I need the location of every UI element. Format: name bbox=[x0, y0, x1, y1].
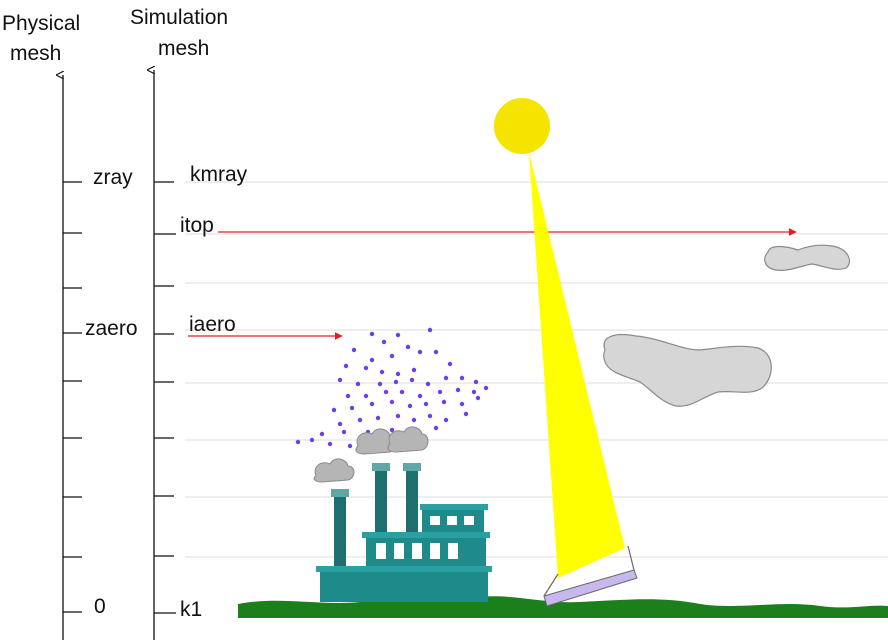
iaero-label: iaero bbox=[189, 313, 236, 336]
aerosol-dot bbox=[343, 363, 349, 369]
aerosol-dot bbox=[395, 413, 401, 419]
aerosol-dot bbox=[389, 353, 395, 359]
aerosol-dot bbox=[395, 371, 401, 377]
aerosol-dot bbox=[425, 381, 431, 387]
physical-axis-title: Physical bbox=[2, 12, 80, 35]
aerosol-dot bbox=[337, 377, 343, 383]
aerosol-dot bbox=[423, 401, 429, 407]
aerosol-dot bbox=[441, 399, 447, 405]
physical-axis-title-line2: mesh bbox=[10, 42, 61, 65]
aerosol-dot bbox=[389, 427, 395, 433]
aerosol-dot bbox=[459, 401, 465, 407]
aerosol-dot bbox=[407, 403, 413, 409]
simulation-axis-title: Simulation bbox=[130, 6, 228, 29]
mesh-grid-lines bbox=[185, 181, 888, 558]
aerosol-dot bbox=[455, 387, 461, 393]
aerosol-dot bbox=[327, 441, 333, 447]
factory-icon bbox=[313, 426, 492, 602]
aerosol-dot bbox=[331, 407, 337, 413]
physical-axis-ticks bbox=[63, 181, 82, 613]
aerosol-dot bbox=[341, 429, 347, 435]
aerosol-dot bbox=[345, 393, 351, 399]
aerosol-dot bbox=[459, 375, 465, 381]
kmray-label: kmray bbox=[190, 163, 248, 186]
aerosol-dot bbox=[443, 417, 449, 423]
smoke-icon bbox=[313, 458, 355, 483]
physical-mesh-axis: Physical mesh zray zaero 0 bbox=[2, 12, 138, 640]
aerosol-dot bbox=[463, 411, 469, 417]
aerosol-dot bbox=[473, 379, 479, 385]
aerosol-dot bbox=[309, 437, 315, 443]
aerosol-dot bbox=[351, 347, 357, 353]
aerosol-dot bbox=[437, 389, 443, 395]
sun-icon bbox=[494, 98, 550, 154]
aerosol-dot bbox=[369, 331, 375, 337]
aerosol-dot bbox=[427, 327, 433, 333]
aerosol-dot bbox=[393, 379, 399, 385]
aerosol-dot bbox=[363, 365, 369, 371]
smoke-icon bbox=[387, 426, 429, 453]
aerosol-dot bbox=[383, 389, 389, 395]
sun-beam bbox=[529, 152, 625, 578]
aerosol-particles bbox=[295, 327, 489, 449]
small-cloud-icon bbox=[764, 244, 851, 271]
aerosol-dot bbox=[411, 417, 417, 423]
aerosol-dot bbox=[471, 389, 477, 395]
k1-label: k1 bbox=[180, 598, 202, 621]
aerosol-dot bbox=[347, 443, 353, 449]
simulation-mesh-axis: Simulation mesh kmray itop iaero k1 bbox=[130, 6, 248, 640]
aerosol-dot bbox=[381, 339, 387, 345]
aerosol-dot bbox=[411, 367, 417, 373]
aerosol-dot bbox=[405, 344, 411, 350]
simulation-axis-ticks bbox=[154, 181, 176, 614]
aerosol-dot bbox=[389, 399, 395, 405]
aerosol-dot bbox=[483, 385, 489, 391]
aerosol-dot bbox=[377, 381, 383, 387]
simulation-axis-title-line2: mesh bbox=[158, 37, 209, 60]
zaero-label: zaero bbox=[85, 317, 138, 340]
aerosol-dot bbox=[443, 375, 449, 381]
aerosol-dot bbox=[363, 393, 369, 399]
aerosol-dot bbox=[369, 357, 375, 363]
aerosol-dot bbox=[355, 381, 361, 387]
large-cloud-icon bbox=[603, 333, 772, 407]
radiometer-sensor-icon bbox=[543, 545, 638, 607]
aerosol-dot bbox=[399, 389, 405, 395]
aerosol-dot bbox=[375, 415, 381, 421]
aerosol-dot bbox=[409, 377, 415, 383]
aerosol-dot bbox=[417, 349, 423, 355]
aerosol-dot bbox=[295, 439, 301, 445]
aerosol-dot bbox=[417, 393, 423, 399]
aerosol-dot bbox=[447, 361, 453, 367]
aerosol-dot bbox=[357, 417, 363, 423]
aerosol-dot bbox=[395, 332, 401, 338]
aerosol-dot bbox=[475, 395, 481, 401]
aerosol-dot bbox=[349, 405, 355, 411]
zero-label: 0 bbox=[94, 595, 106, 618]
zray-label: zray bbox=[93, 166, 133, 189]
aerosol-dot bbox=[433, 349, 439, 355]
aerosol-dot bbox=[337, 421, 343, 427]
aerosol-dot bbox=[319, 431, 325, 437]
aerosol-dot bbox=[369, 401, 375, 407]
aerosol-dot bbox=[427, 413, 433, 419]
itop-label: itop bbox=[180, 214, 214, 237]
aerosol-dot bbox=[433, 425, 439, 431]
aerosol-dot bbox=[379, 369, 385, 375]
